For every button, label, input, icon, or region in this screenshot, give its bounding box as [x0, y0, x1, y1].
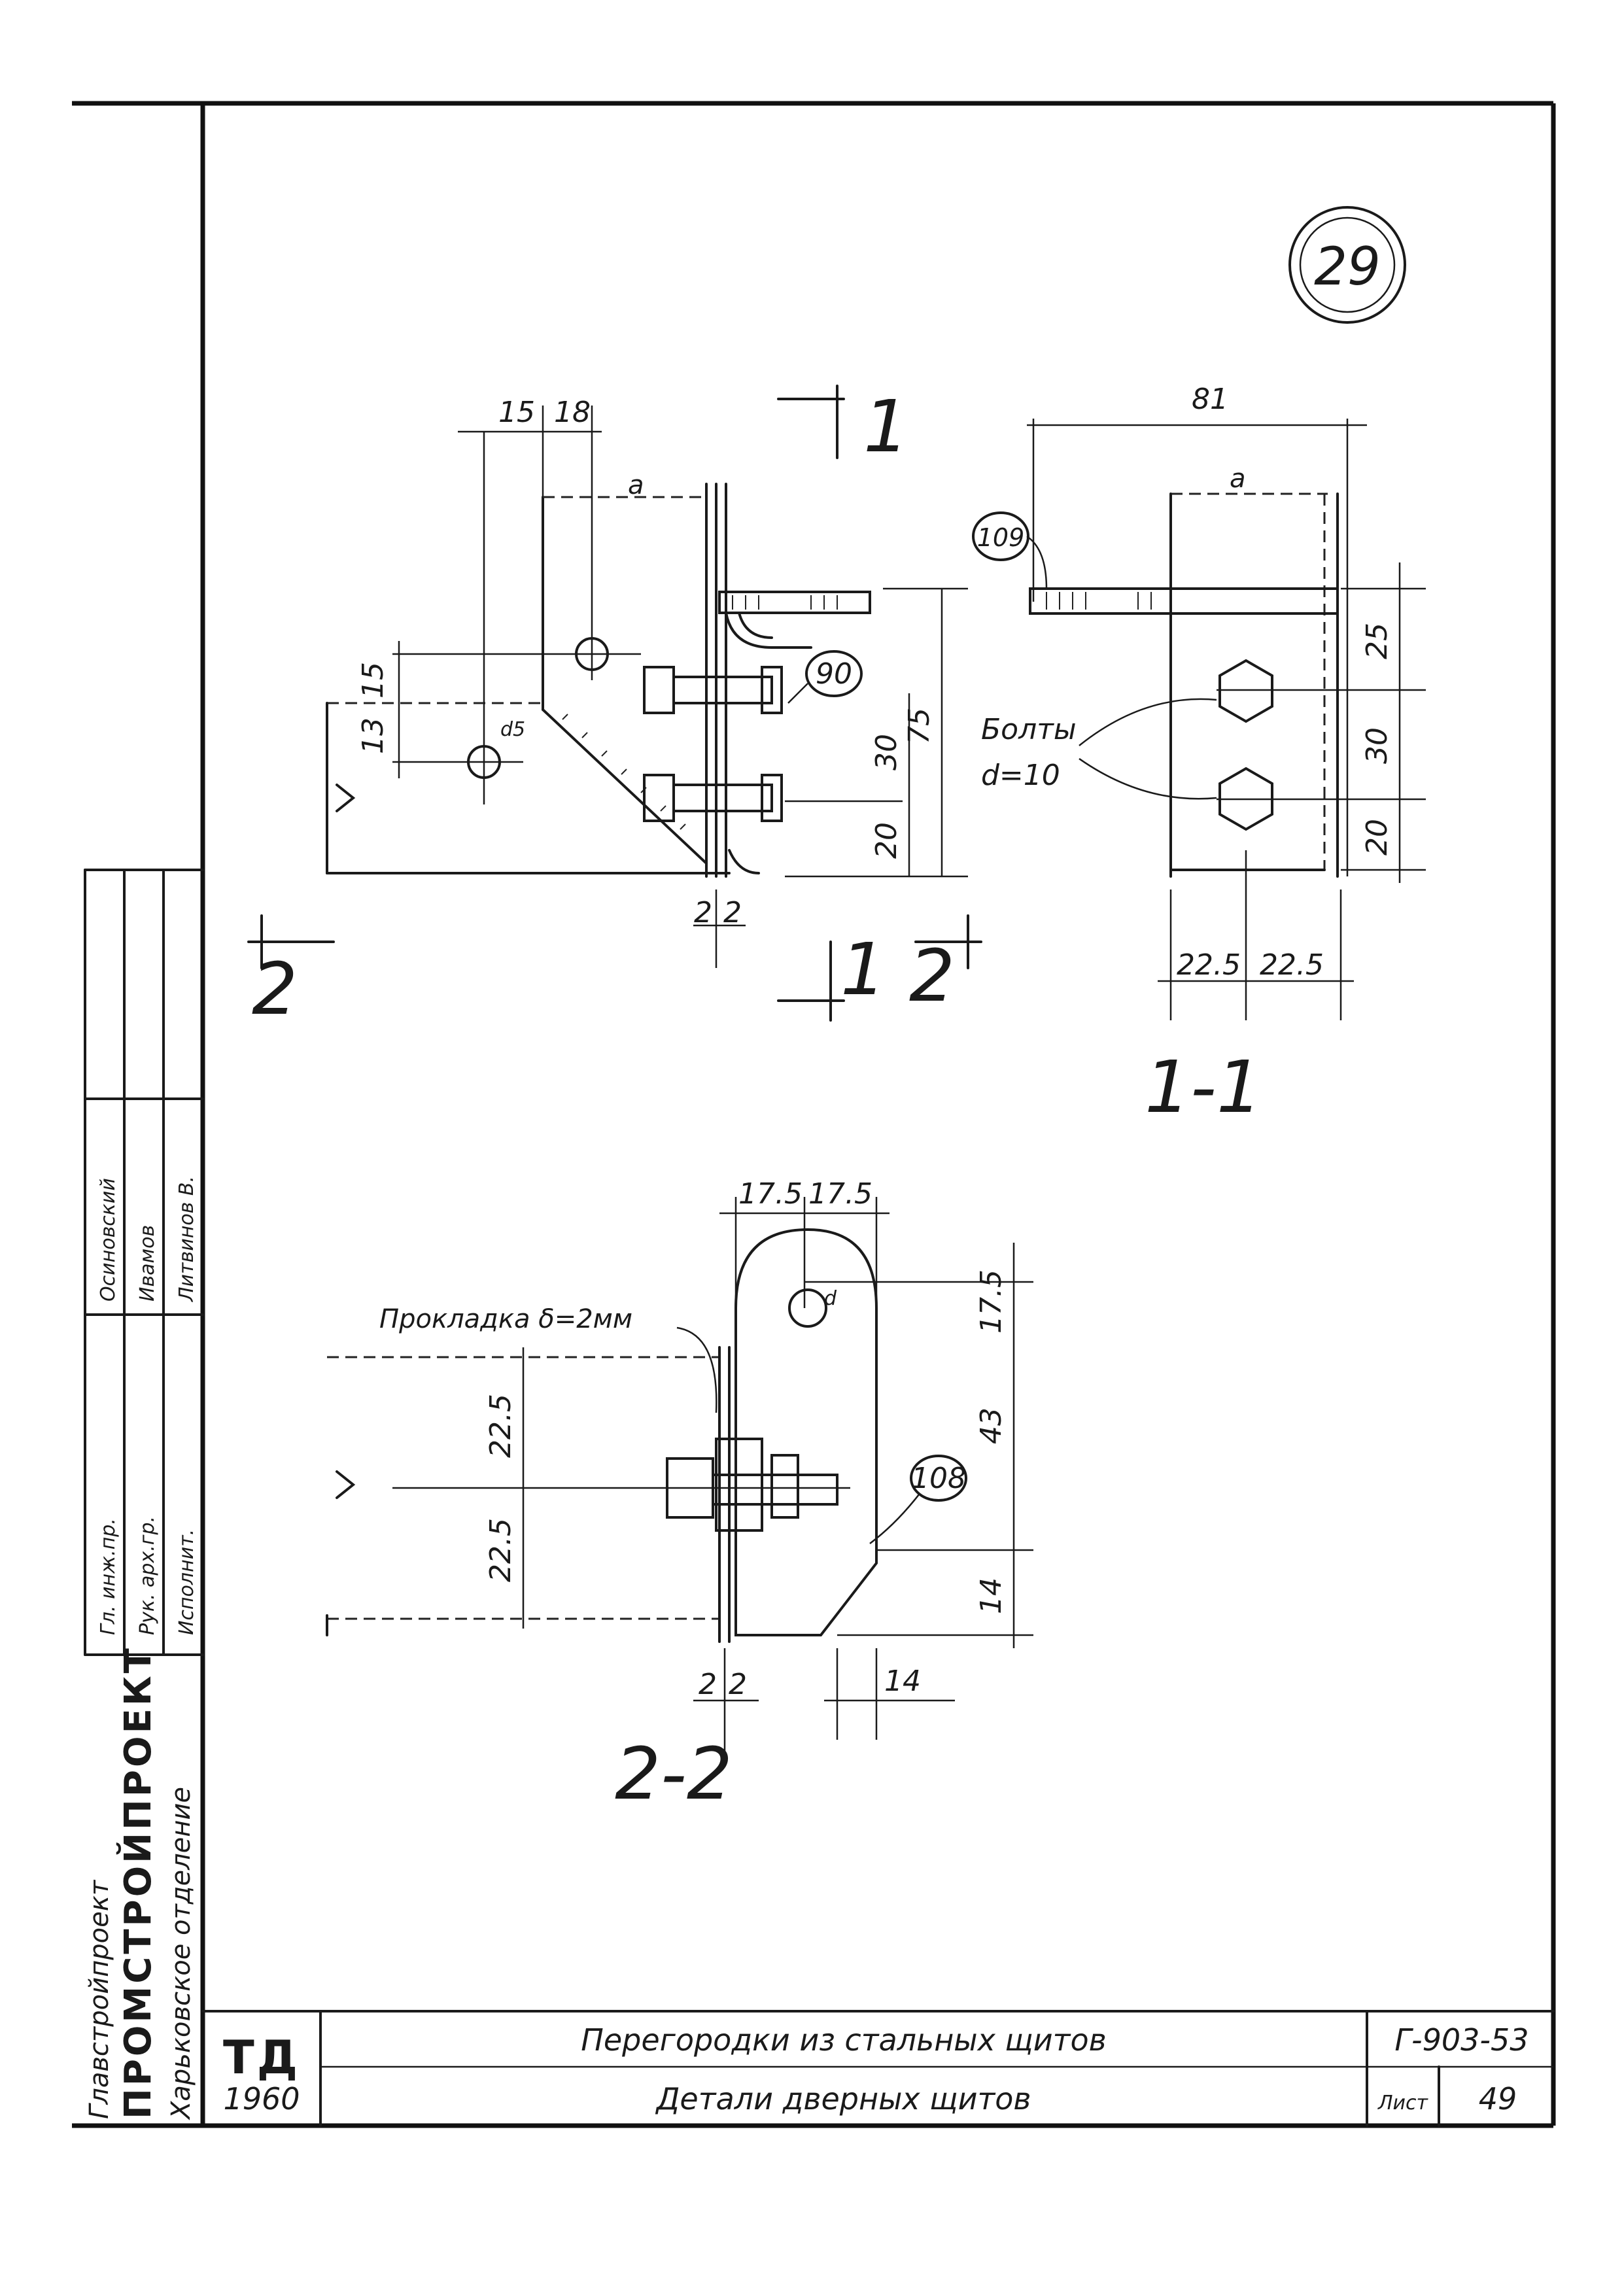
- year: 1960: [223, 2081, 300, 2116]
- dim-17-5-b: 17.5: [808, 1177, 872, 1211]
- section-2-left: 2: [252, 947, 298, 1031]
- title-sub: Детали дверных щитов: [655, 2081, 1031, 2116]
- hole-note: d5: [500, 718, 525, 741]
- dim-15-top: 15: [498, 396, 535, 429]
- dim-22-5-bottom: 22.5: [484, 1518, 517, 1582]
- dim-2a-bottom: 2: [694, 896, 712, 929]
- view-title-2-2: 2-2: [615, 1732, 733, 1816]
- callout-90: 90: [816, 657, 852, 691]
- section-1-bottom: 1: [840, 927, 886, 1011]
- view-section-1-1: 81 a 25 30 20 109 Болты d=10: [972, 383, 1426, 1129]
- sheet-number-badge: 29: [1288, 206, 1406, 324]
- dim-20: 20: [870, 822, 903, 859]
- dim-30-1-1: 30: [1360, 727, 1394, 764]
- dim-17-5-v: 17.5: [975, 1270, 1008, 1334]
- org-line-2: ПРОМСТРОЙПРОЕКТ: [116, 1646, 160, 2119]
- org-line-1: Главстройпроект: [84, 1879, 114, 2119]
- label-a-1-1: a: [1230, 464, 1246, 494]
- sheet-label: Лист: [1377, 2092, 1429, 2115]
- dim-22-5-b: 22.5: [1260, 948, 1324, 982]
- dim-18-top: 18: [554, 396, 591, 429]
- dim-43: 43: [975, 1408, 1008, 1444]
- doc-code: Г-903-53: [1394, 2022, 1529, 2058]
- name-1: Осиновский: [97, 1178, 120, 1302]
- dim-17-5-a: 17.5: [738, 1177, 803, 1211]
- dim-15-left: 15: [356, 662, 390, 699]
- dim-75: 75: [903, 708, 936, 744]
- dim-25: 25: [1360, 623, 1394, 659]
- org-line-3: Харьковское отделение: [166, 1787, 196, 2120]
- section-2-right: 2: [909, 934, 955, 1018]
- title-block: ТД 1960 Перегородки из стальных щитов Де…: [201, 2010, 1555, 2127]
- view-top-left: 15 18 a 15 13 d5 30 75 20 90 2 2 1 1 2: [247, 385, 982, 1031]
- callout-108: 108: [911, 1462, 966, 1495]
- dim-22-5-top: 22.5: [484, 1394, 517, 1458]
- callout-109: 109: [977, 523, 1025, 552]
- bolts-size: d=10: [981, 759, 1060, 792]
- stamp-td: ТД: [223, 2031, 300, 2084]
- name-2: Ивамов: [136, 1225, 159, 1302]
- title-main: Перегородки из стальных щитов: [581, 2022, 1106, 2058]
- dim-22-5-a: 22.5: [1177, 948, 1241, 982]
- dim-30: 30: [870, 734, 903, 770]
- dim-20-1-1: 20: [1360, 819, 1394, 855]
- sheet-frame: [72, 101, 1556, 2128]
- signature-block: Гл. инж.пр. Рук. арх.гр. Исполнит. Осино…: [84, 869, 204, 2120]
- hole-note-2-2: d: [824, 1287, 837, 1310]
- view-title-1-1: 1-1: [1145, 1045, 1262, 1129]
- dim-14-h: 14: [884, 1665, 921, 1698]
- sheet-number: 29: [1314, 236, 1381, 297]
- role-3: Исполнит.: [175, 1529, 198, 1635]
- dim-2b-bottom: 2: [723, 896, 742, 929]
- gasket-label: Прокладка δ=2мм: [379, 1304, 632, 1334]
- name-3: Литвинов В.: [175, 1176, 198, 1302]
- dim-81: 81: [1192, 383, 1228, 416]
- sheet-no: 49: [1479, 2081, 1517, 2116]
- dim-2b-2-2: 2: [729, 1668, 747, 1701]
- view-section-2-2: 17.5 17.5 17.5 43 14 d Прокладка δ=2мм 1…: [326, 1177, 1033, 1816]
- dim-2a-2-2: 2: [699, 1668, 717, 1701]
- bolts-label: Болты: [981, 713, 1077, 746]
- dim-13-left: 13: [356, 717, 390, 754]
- section-1-top: 1: [863, 385, 909, 468]
- label-a-top: a: [628, 470, 644, 500]
- dim-14-v: 14: [975, 1578, 1008, 1614]
- role-1: Гл. инж.пр.: [97, 1518, 120, 1635]
- role-2: Рук. арх.гр.: [136, 1516, 159, 1635]
